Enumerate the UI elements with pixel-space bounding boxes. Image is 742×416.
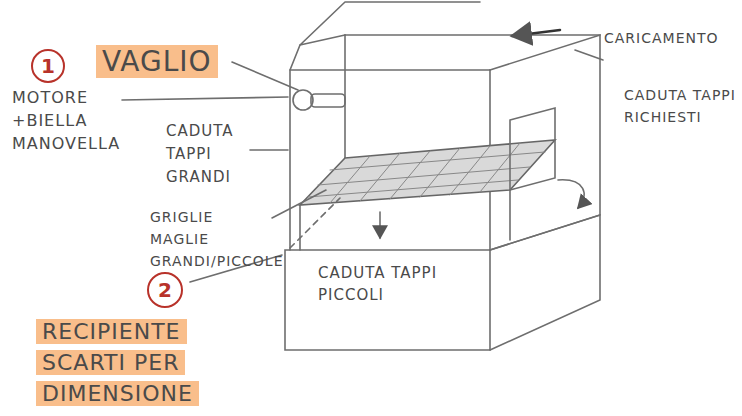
callout-circle: 1 <box>31 49 65 83</box>
highlighted-text: RECIPIENTE SCARTI PER DIMENSIONE <box>36 319 199 406</box>
highlighted-note: RECIPIENTE SCARTI PER DIMENSIONE <box>36 316 251 409</box>
callout-number: 1 <box>41 54 55 78</box>
label-text: CADUTA TAPPI PICCOLI <box>318 264 437 304</box>
highlighted-text: VAGLIO <box>96 45 218 78</box>
label-text: CADUTA TAPPI RICHIESTI <box>624 87 736 125</box>
part-label: CADUTA TAPPI RICHIESTI <box>624 84 736 128</box>
part-label: CADUTA TAPPI GRANDI <box>166 120 246 189</box>
label-text: CADUTA TAPPI GRANDI <box>166 122 234 186</box>
callout-number: 2 <box>158 278 172 302</box>
part-label: CADUTA TAPPI PICCOLI <box>318 262 478 306</box>
label-text: MOTORE +BIELLA MANOVELLA <box>12 88 120 153</box>
label-text: GRIGLIE MAGLIE GRANDI/PICCOLE <box>150 209 283 269</box>
part-label: CARICAMENTO <box>604 28 738 48</box>
label-text: CARICAMENTO <box>604 30 719 46</box>
part-label: GRIGLIE MAGLIE GRANDI/PICCOLE <box>150 206 272 272</box>
highlighted-note: VAGLIO <box>96 44 296 80</box>
callout-circle: 2 <box>147 272 183 308</box>
part-label: MOTORE +BIELLA MANOVELLA <box>12 86 122 155</box>
